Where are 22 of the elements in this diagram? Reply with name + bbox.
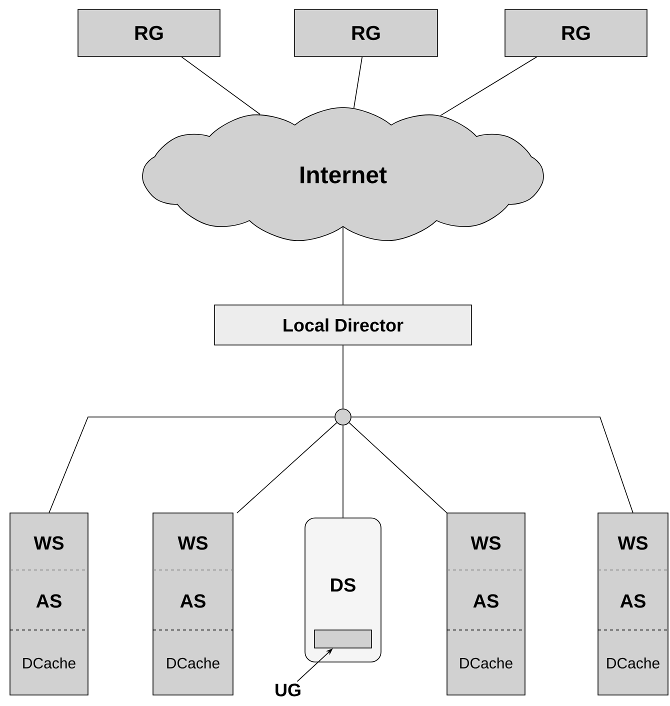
connector-line [342,425,344,518]
callout-label: UG [276,684,300,696]
connector-line [348,422,448,514]
connector-line [48,416,335,514]
server-box: WS AS DCache [446,512,526,696]
router-box: RG [294,9,438,57]
director-box: Local Director [214,304,472,346]
router-box: RG [78,9,220,57]
connector-line [353,56,363,108]
internet-cloud: Internet [142,107,544,242]
connector-line [181,56,260,115]
server-box: WS AS DCache [152,512,234,696]
server-box: WS AS DCache [10,512,88,696]
connector-line [236,422,338,514]
server-box: WS AS DCache [598,512,668,696]
slot-box [314,630,372,648]
router-box: RG [504,9,648,57]
hub-circle [334,408,352,426]
connector-line [351,416,634,514]
connector-line [342,345,344,409]
storage-box: DS [304,518,382,662]
connector-line [440,56,538,116]
